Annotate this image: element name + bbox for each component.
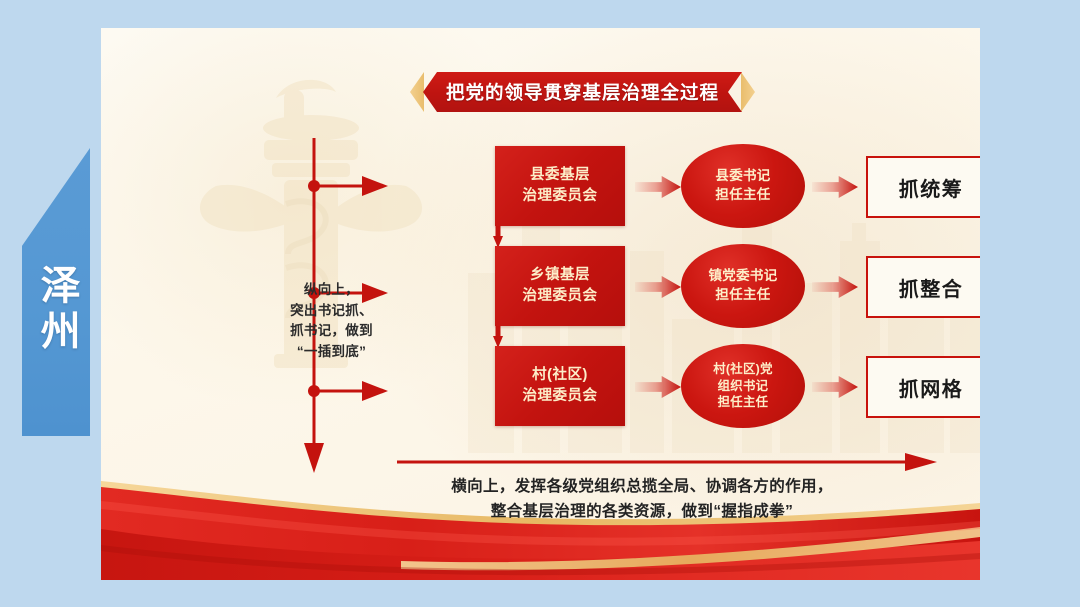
committee-box-1[interactable]: 县委基层治理委员会	[495, 146, 625, 226]
down-connector-arrow-icon-1	[493, 226, 503, 248]
title-banner: 把党的领导贯穿基层治理全过程	[410, 72, 755, 112]
flow-row-1: 县委基层治理委员会 县委书记担任主任 抓统筹	[393, 144, 980, 228]
bottom-caption-line-1: 横向上，发挥各级党组织总揽全局、协调各方的作用，	[451, 478, 833, 495]
flow-row-3: 村(社区)治理委员会 村(社区)党组织书记担任主任 抓网格	[393, 344, 980, 428]
horizontal-dimension-caption: 横向上，发挥各级党组织总揽全局、协调各方的作用， 整合基层治理的各类资源，做到“…	[337, 474, 947, 524]
down-arrow-axis-icon	[304, 138, 388, 473]
right-arrow-axis-icon	[397, 453, 937, 471]
outcome-box-2[interactable]: 抓整合	[866, 256, 980, 318]
gradient-right-arrow-icon-2a	[635, 276, 681, 298]
slide-canvas: 把党的领导贯穿基层治理全过程 纵向上， 突出书记抓、 抓书记，做到 “一插到底”…	[101, 28, 980, 580]
huabiao-column-watermark-icon	[199, 79, 423, 368]
red-ribbon-decoration-icon	[101, 481, 980, 580]
vertical-dimension-caption: 纵向上， 突出书记抓、 抓书记，做到 “一插到底”	[259, 280, 404, 362]
leader-ellipse-3[interactable]: 村(社区)党组织书记担任主任	[681, 344, 805, 428]
bottom-caption-line-2: 整合基层治理的各类资源，做到“握指成拳”	[490, 503, 794, 521]
committee-box-3[interactable]: 村(社区)治理委员会	[495, 346, 625, 426]
outcome-box-3[interactable]: 抓网格	[866, 356, 980, 418]
page-title: 把党的领导贯穿基层治理全过程	[445, 82, 719, 103]
gradient-right-arrow-icon-2b	[812, 276, 858, 298]
gold-chevron-icon-right	[741, 72, 755, 112]
side-banner-label: 泽州	[34, 264, 79, 356]
flow-row-2: 乡镇基层治理委员会 镇党委书记担任主任 抓整合	[393, 244, 980, 328]
left-caption-line-3: 抓书记，做到	[290, 323, 373, 339]
leader-ellipse-1[interactable]: 县委书记担任主任	[681, 144, 805, 228]
left-caption-line-4: “一插到底”	[296, 343, 367, 359]
gradient-right-arrow-icon-3b	[812, 376, 858, 398]
leader-ellipse-2[interactable]: 镇党委书记担任主任	[681, 244, 805, 328]
title-plate: 把党的领导贯穿基层治理全过程	[423, 72, 742, 112]
gradient-right-arrow-icon-1a	[635, 176, 681, 198]
down-connector-arrow-icon-2	[493, 326, 503, 348]
left-caption-line-2: 突出书记抓、	[290, 302, 373, 318]
outcome-box-1[interactable]: 抓统筹	[866, 156, 980, 218]
gradient-right-arrow-icon-1b	[812, 176, 858, 198]
gold-chevron-icon-left	[410, 72, 424, 112]
gradient-right-arrow-icon-3a	[635, 376, 681, 398]
side-banner: 泽州	[22, 148, 90, 436]
left-caption-line-1: 纵向上，	[303, 282, 360, 297]
committee-box-2[interactable]: 乡镇基层治理委员会	[495, 246, 625, 326]
